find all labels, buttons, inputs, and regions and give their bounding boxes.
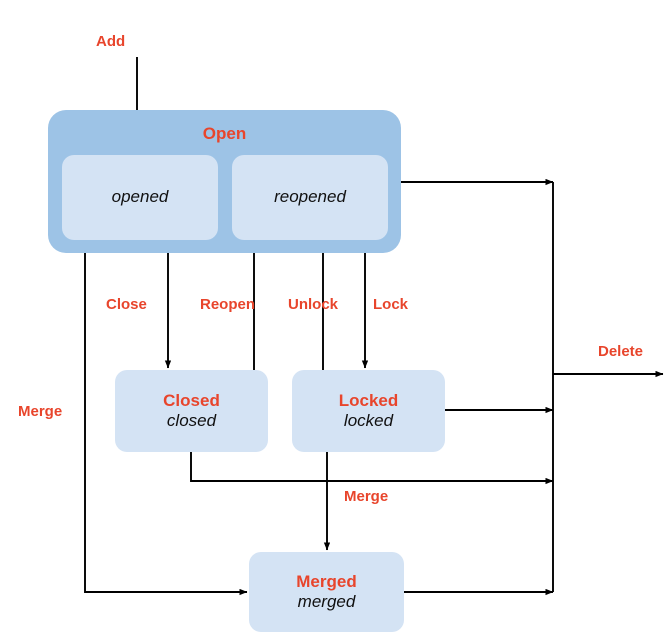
edge-delete-from-closed	[190, 452, 554, 485]
state-opened[interactable]: opened	[62, 155, 218, 240]
state-closed[interactable]: Closed closed	[115, 370, 268, 452]
state-merged-title: Merged	[296, 572, 357, 592]
state-merged[interactable]: Merged merged	[249, 552, 404, 632]
transition-label-lock: Lock	[373, 296, 409, 313]
transition-label-close: Close	[106, 296, 147, 313]
state-reopened[interactable]: reopened	[232, 155, 388, 240]
state-closed-title: Closed	[163, 391, 220, 411]
transition-label-merge-mid: Merge	[344, 488, 389, 505]
state-merged-value: merged	[297, 591, 356, 611]
state-open-label: Open	[202, 124, 247, 143]
transition-label-unlock: Unlock	[288, 296, 339, 313]
transition-label-add: Add	[96, 33, 126, 50]
transition-label-reopen: Reopen	[200, 296, 256, 313]
state-locked-value: locked	[343, 410, 394, 430]
state-reopened-label: reopened	[274, 187, 346, 207]
state-opened-label: opened	[111, 187, 169, 207]
edge-merge-left	[84, 253, 248, 596]
state-locked[interactable]: Locked locked	[292, 370, 445, 452]
state-closed-value: closed	[166, 410, 217, 430]
transition-label-merge-left: Merge	[18, 403, 63, 420]
state-locked-title: Locked	[338, 391, 399, 411]
transition-label-delete: Delete	[598, 343, 644, 360]
